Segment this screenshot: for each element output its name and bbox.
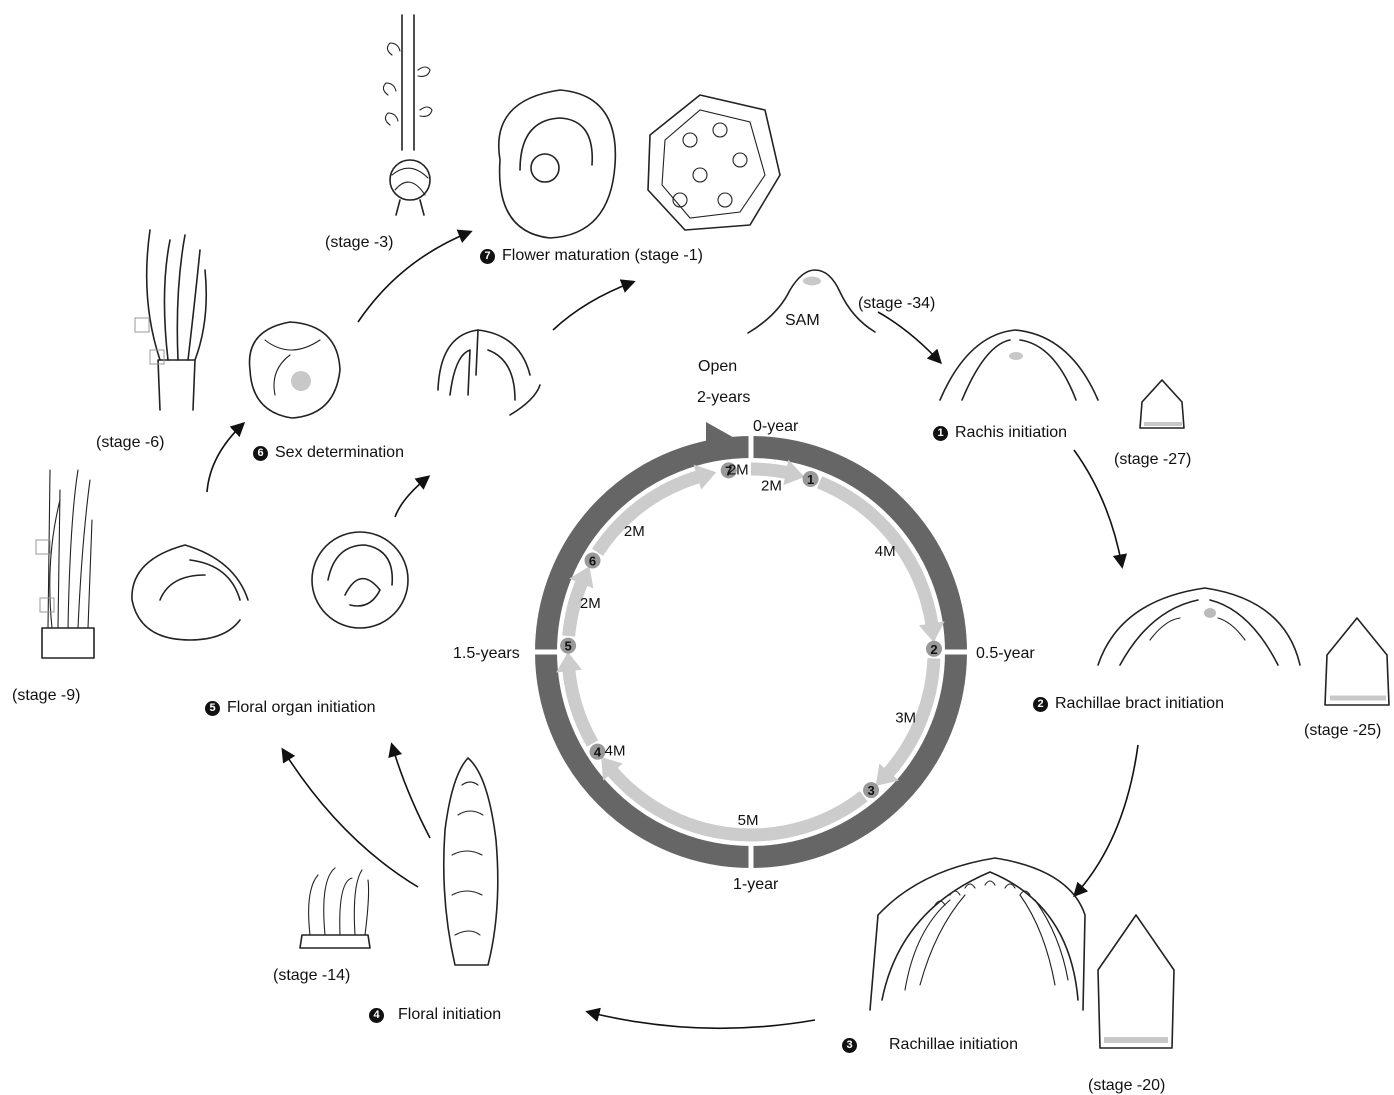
- half-year-label: 0.5-year: [976, 645, 1035, 662]
- month-label-7-to-1: 2M: [761, 477, 782, 494]
- rachis-sketch: [940, 330, 1098, 400]
- rachillae-bract-sketch: [1098, 588, 1300, 665]
- bract-25-sketch: [1325, 618, 1389, 705]
- sex-determination-bud: [250, 322, 341, 418]
- month-label-7-to-open: 2M: [728, 461, 749, 478]
- stage-3-title: 3 Rachillae initiation: [842, 1036, 1018, 1054]
- inner-arrowhead-4-to-5: [556, 652, 582, 672]
- stage-3-label: (stage -3): [325, 234, 393, 251]
- month-label-1-to-2: 4M: [875, 543, 896, 560]
- inner-arc-segments: [556, 460, 945, 835]
- arrow-sex-to-maturation-right: [553, 282, 633, 330]
- month-label-3-to-4: 5M: [738, 812, 759, 829]
- arrow-rachillae-to-floral: [588, 1012, 815, 1028]
- ring-stage-number-2: 2: [930, 642, 937, 657]
- stage-1-text: Rachis initiation: [955, 424, 1067, 441]
- outer-ring: [546, 447, 956, 857]
- rachillae-sketch: [870, 858, 1085, 1010]
- stage-5-title: 5 Floral organ initiation: [205, 699, 376, 717]
- arrow-floral-to-organ-left: [283, 750, 418, 887]
- zero-year-label: 0-year: [753, 418, 799, 435]
- anther-cross-section: [648, 95, 780, 230]
- one-year-label: 1-year: [733, 876, 779, 893]
- stage-4-badge: 4: [369, 1008, 384, 1023]
- stage-6-badge: 6: [253, 446, 268, 461]
- floral-organ-bud-left: [132, 545, 248, 640]
- stage-1-title: 1 Rachis initiation: [933, 424, 1067, 442]
- ring-stage-number-5: 5: [564, 639, 571, 654]
- floral-cluster-14-sketch: [300, 868, 370, 948]
- stage-20-label: (stage -20): [1088, 1077, 1165, 1094]
- stage-1-badge: 1: [933, 426, 948, 441]
- inner-arrowhead-1-to-2: [919, 621, 945, 642]
- floral-organ-bud-right: [312, 532, 408, 628]
- ring-stage-number-6: 6: [589, 554, 596, 569]
- arrow-organ-to-sex-left: [207, 424, 243, 492]
- inner-arc-7-to-open: [662, 476, 700, 492]
- stage-27-label: (stage -27): [1114, 451, 1191, 468]
- stage-6-label: (stage -6): [96, 434, 164, 451]
- stage-9-label: (stage -9): [12, 687, 80, 704]
- stamen-6-sketch: [135, 230, 206, 410]
- arrow-bract-to-rachillae: [1075, 745, 1138, 895]
- stage-34-label: (stage -34): [858, 295, 935, 312]
- stage-2-title: 2 Rachillae bract initiation: [1033, 695, 1224, 713]
- stage-7-text: Flower maturation (stage -1): [502, 247, 703, 264]
- month-label-4-to-5: 4M: [605, 743, 626, 760]
- stage-2-text: Rachillae bract initiation: [1055, 695, 1224, 712]
- flower-maturation-swirl: [499, 90, 616, 238]
- inner-arc-7-to-1: [751, 469, 789, 473]
- arrow-floral-to-organ-right: [392, 745, 430, 838]
- stamen-9-sketch: [36, 470, 94, 658]
- floral-spike-sketch: [444, 758, 498, 965]
- open-label: Open: [698, 358, 737, 375]
- stage-6-text: Sex determination: [275, 444, 404, 461]
- ring-stage-number-4: 4: [594, 745, 602, 760]
- stage-3-text: Rachillae initiation: [889, 1036, 1018, 1053]
- stage-arrows: [207, 232, 1138, 1028]
- stage-25-label: (stage -25): [1304, 722, 1381, 739]
- stage-14-label: (stage -14): [273, 967, 350, 984]
- two-years-label: 2-years: [697, 389, 750, 406]
- sam-label: SAM: [785, 312, 820, 329]
- stage-5-badge: 5: [205, 701, 220, 716]
- ring-stage-number-3: 3: [867, 783, 874, 798]
- one-half-years-label: 1.5-years: [453, 645, 520, 662]
- ring-stage-number-1: 1: [807, 472, 814, 487]
- stage-3-badge: 3: [842, 1038, 857, 1053]
- inflorescence-3-sketch: [383, 15, 432, 215]
- month-label-2-to-3: 3M: [895, 710, 916, 727]
- month-label-6-to-7: 2M: [624, 523, 645, 540]
- bract-20-sketch: [1098, 915, 1174, 1048]
- stage-6-title: 6 Sex determination: [253, 444, 404, 462]
- stage-7-title: 7 Flower maturation (stage -1): [480, 247, 703, 265]
- month-label-5-to-6: 2M: [580, 595, 601, 612]
- arrow-organ-to-sex-right: [395, 477, 428, 517]
- stage-4-text: Floral initiation: [398, 1006, 501, 1023]
- sex-determination-section: [438, 330, 540, 415]
- bract-27-sketch: [1140, 380, 1184, 428]
- stage-2-badge: 2: [1033, 697, 1048, 712]
- stage-7-badge: 7: [480, 249, 495, 264]
- stage-5-text: Floral organ initiation: [227, 699, 376, 716]
- arrow-sam-to-rachis: [878, 312, 940, 362]
- stage-4-title: 4 Floral initiation: [369, 1006, 501, 1024]
